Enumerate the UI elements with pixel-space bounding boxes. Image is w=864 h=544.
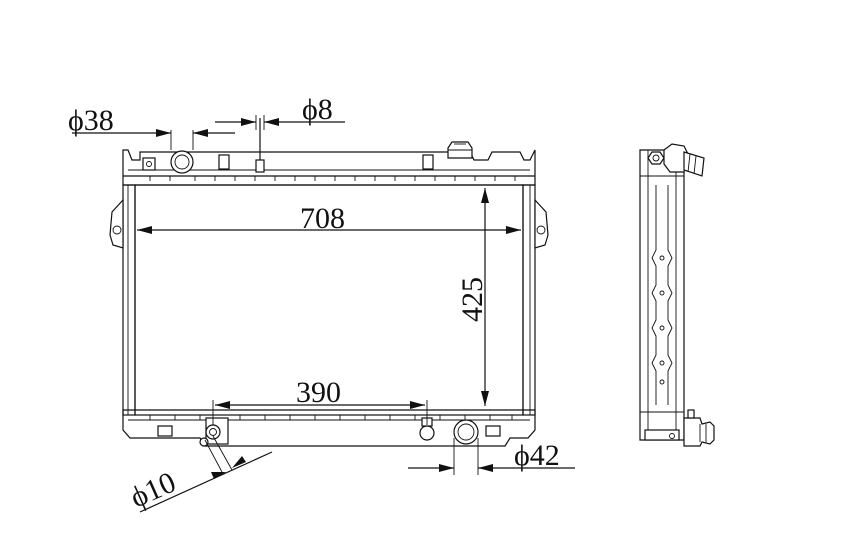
small-port-dimension-label: ϕ8 (302, 93, 333, 126)
drain-dimension (139, 435, 273, 513)
height-dimension (481, 188, 489, 406)
width-dimension-label: 708 (300, 202, 345, 235)
outlet-dimension (408, 438, 575, 475)
dimension-lines: 708 425 390 ϕ38 (68, 93, 575, 514)
left-side-tank (109, 184, 136, 416)
small-port-fitting (255, 118, 265, 173)
top-bracket-right (422, 154, 434, 170)
drain-dimension-label: ϕ10 (125, 466, 180, 515)
filler-cap (447, 141, 473, 159)
outlet-dimension-label: ϕ42 (514, 439, 560, 472)
top-tank (122, 149, 536, 186)
side-view-outlet (644, 409, 715, 447)
inlet-pipe (170, 150, 194, 174)
lower-span-dimension (212, 400, 428, 425)
inlet-dimension (72, 129, 235, 150)
side-view-filler-neck (647, 143, 705, 177)
radiator-core (134, 184, 524, 416)
lower-span-label: 390 (296, 376, 341, 409)
radiator-front-view (109, 118, 549, 447)
outlet-pipe (453, 419, 479, 445)
width-dimension (137, 226, 521, 234)
small-port-dimension (215, 115, 345, 130)
top-bracket-left (218, 154, 230, 170)
inlet-dimension-label: ϕ38 (68, 104, 114, 137)
right-side-tank (522, 184, 549, 416)
radiator-side-view (639, 143, 715, 447)
height-dimension-label: 425 (456, 277, 489, 322)
drain-plug (199, 417, 229, 447)
